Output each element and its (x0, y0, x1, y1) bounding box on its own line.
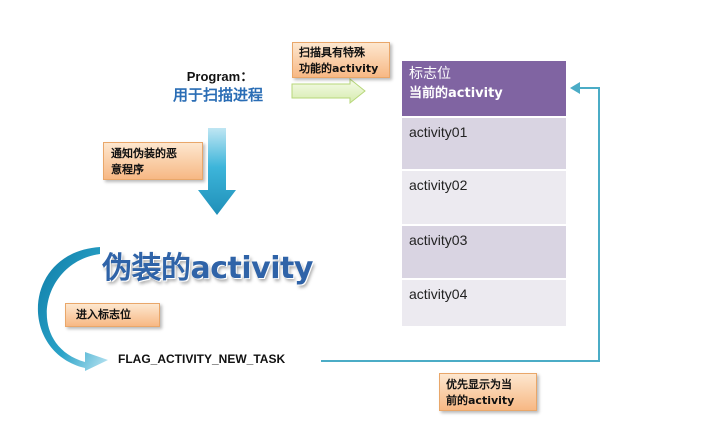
callout-text: 意程序 (111, 163, 144, 176)
callout-text: 通知伪装的恶 (111, 147, 177, 160)
flag-connector-line (321, 87, 600, 362)
callout-notify-malware: 通知伪装的恶 意程序 (103, 142, 203, 180)
callout-text: 扫描具有特殊 (299, 46, 365, 59)
notify-down-arrow (198, 128, 236, 215)
stack-row-activity02: activity02 (402, 169, 566, 224)
stack-header-flag: 标志位 (409, 66, 451, 82)
program-description: 用于扫描进程 (172, 86, 263, 104)
activity-stack: 标志位 当前的activity activity01 activity02 ac… (402, 61, 566, 326)
flag-activity-new-task: FLAG_ACTIVITY_NEW_TASK (118, 352, 286, 366)
callout-show-first: 优先显示为当 前的activity (439, 373, 537, 411)
program-label: Program： (186, 69, 254, 84)
scan-arrow (291, 77, 366, 105)
callout-scan-activity: 扫描具有特殊 功能的activity (292, 42, 390, 78)
curved-arrow (37, 247, 108, 371)
stack-row-activity04: activity04 (402, 278, 566, 326)
stack-row-activity03: activity03 (402, 224, 566, 278)
fake-activity-title: 伪装的activity (102, 251, 313, 286)
callout-enter-flag: 进入标志位 (65, 303, 160, 327)
stack-header-current: 当前的activity (409, 86, 503, 101)
stack-header: 标志位 当前的activity (402, 61, 566, 116)
callout-text: 前的activity (446, 394, 515, 407)
stack-row-activity01: activity01 (402, 116, 566, 169)
callout-text: 功能的activity (299, 62, 379, 75)
connector-arrowhead (570, 82, 580, 94)
callout-text: 优先显示为当 (446, 378, 512, 391)
